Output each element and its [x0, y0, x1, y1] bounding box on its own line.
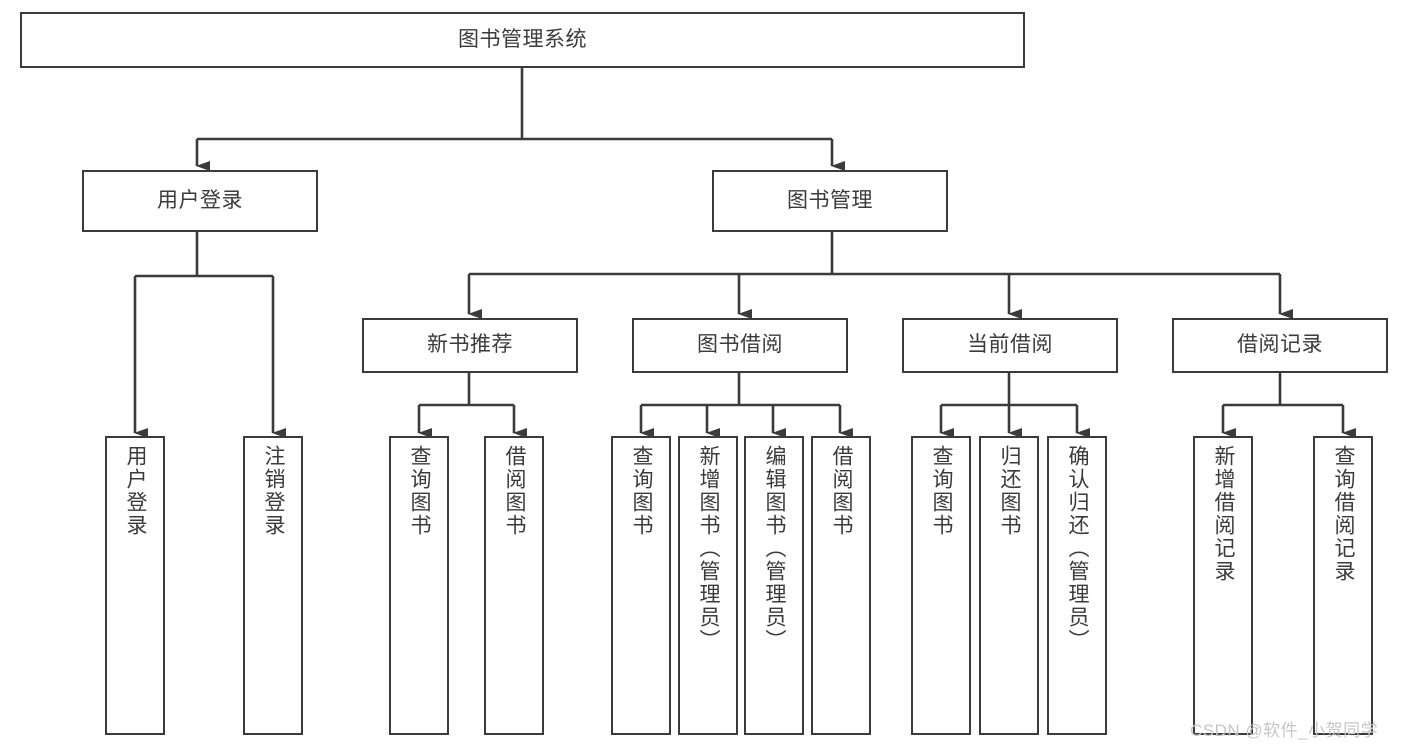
node-label: 注销登录: [262, 445, 286, 537]
node-label: 查询图书: [930, 445, 954, 537]
node-label: 查询图书: [630, 445, 654, 537]
node-label: 借阅记录: [1237, 333, 1323, 357]
leaf-bb-borrow-book[interactable]: 借阅图书: [811, 436, 871, 735]
node-label: 图书借阅: [697, 333, 783, 357]
node-book-borrow[interactable]: 图书借阅: [632, 318, 848, 373]
leaf-cb-query-book[interactable]: 查询图书: [911, 436, 971, 735]
node-label: 确认归还（管理员）: [1066, 445, 1090, 652]
node-user-login[interactable]: 用户登录: [82, 170, 318, 232]
node-label: 借阅图书: [830, 445, 854, 537]
node-label: 图书管理: [787, 188, 873, 212]
leaf-nb-query-book[interactable]: 查询图书: [389, 436, 449, 735]
leaf-br-query-record[interactable]: 查询借阅记录: [1313, 436, 1373, 735]
node-label: 查询图书: [408, 445, 432, 537]
node-label: 查询借阅记录: [1332, 445, 1356, 583]
node-label: 新书推荐: [427, 333, 513, 357]
leaf-br-add-record[interactable]: 新增借阅记录: [1193, 436, 1253, 735]
node-root-book-management-system[interactable]: 图书管理系统: [20, 12, 1025, 68]
node-label: 当前借阅: [967, 333, 1053, 357]
leaf-cb-confirm-return-admin[interactable]: 确认归还（管理员）: [1047, 436, 1107, 735]
node-label: 用户登录: [124, 445, 148, 537]
node-label: 编辑图书（管理员）: [763, 445, 787, 652]
node-label: 新增图书（管理员）: [697, 445, 721, 652]
leaf-nb-borrow-book[interactable]: 借阅图书: [484, 436, 544, 735]
leaf-cb-return-book[interactable]: 归还图书: [979, 436, 1039, 735]
node-label: 新增借阅记录: [1212, 445, 1236, 583]
node-label: 图书管理系统: [458, 27, 587, 51]
leaf-logout[interactable]: 注销登录: [243, 436, 303, 735]
node-new-book-recommend[interactable]: 新书推荐: [362, 318, 578, 373]
node-book-management[interactable]: 图书管理: [712, 170, 948, 232]
node-label: 用户登录: [157, 188, 243, 212]
node-label: 归还图书: [998, 445, 1022, 537]
node-borrow-record[interactable]: 借阅记录: [1172, 318, 1388, 373]
node-label: 借阅图书: [503, 445, 527, 537]
leaf-user-login[interactable]: 用户登录: [105, 436, 165, 735]
node-current-borrow[interactable]: 当前借阅: [902, 318, 1118, 373]
leaf-bb-edit-book-admin[interactable]: 编辑图书（管理员）: [744, 436, 804, 735]
leaf-bb-query-book[interactable]: 查询图书: [611, 436, 671, 735]
leaf-bb-add-book-admin[interactable]: 新增图书（管理员）: [678, 436, 738, 735]
